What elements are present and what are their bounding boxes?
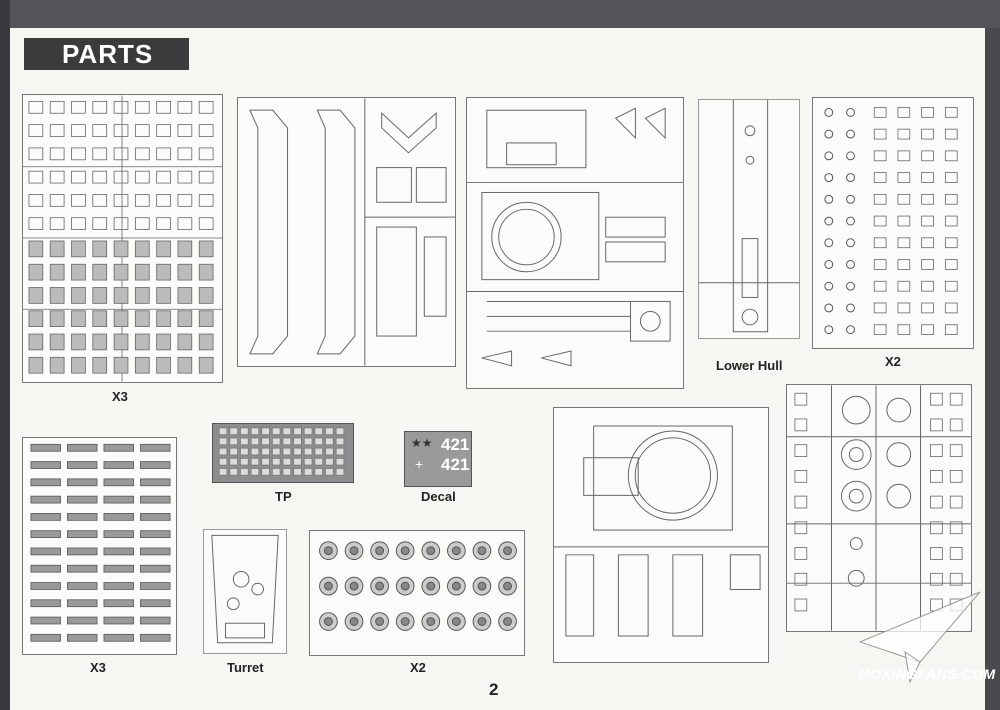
cross-icon: + [415, 456, 424, 472]
lower-hull-part [698, 99, 800, 339]
sprue-w-quantity: X2 [410, 660, 426, 675]
sprue-g [22, 437, 177, 655]
sprue-f [22, 94, 223, 383]
lower-hull-drawing [699, 100, 799, 333]
turret-part [203, 529, 287, 654]
watermark-text: MOXINGFANS.COM [858, 666, 996, 682]
sprue-wheels [786, 384, 972, 632]
sprue-f-drawing [23, 95, 222, 382]
sprue-w [309, 530, 525, 656]
turret-drawing [211, 534, 279, 644]
sprue-u [466, 97, 684, 389]
tp-label: TP [275, 489, 292, 504]
top-band [0, 0, 1000, 28]
decal-sheet: ★★ 421 421 + [404, 431, 472, 487]
sprue-b-drawing [249, 98, 455, 366]
sprue-u-drawing [467, 107, 683, 367]
sprue-f-quantity: X3 [112, 389, 128, 404]
sprue-e-quantity: X2 [885, 354, 901, 369]
sprue-e-drawing [824, 107, 958, 335]
sprue-w-drawing [319, 541, 517, 631]
sprue-g-drawing [30, 443, 171, 642]
lower-hull-label: Lower Hull [716, 358, 783, 373]
photo-etch-drawing [218, 427, 345, 476]
decal-label: Decal [421, 489, 456, 504]
page-number: 2 [489, 680, 499, 699]
decal-number-bottom: 421 [441, 455, 470, 474]
page-spine [0, 0, 10, 710]
photo-etch-sheet [212, 423, 354, 483]
sprue-d [553, 407, 769, 663]
sprue-g-quantity: X3 [90, 660, 106, 675]
decal-number-top: 421 [441, 435, 470, 454]
watermark-plane-icon [858, 591, 981, 684]
sprue-b [237, 97, 456, 367]
star-icon: ★★ [411, 436, 433, 450]
sprue-d-drawing [554, 425, 768, 637]
page-title: PARTS [24, 38, 189, 70]
turret-label: Turret [227, 660, 264, 675]
sprue-e [812, 97, 974, 349]
